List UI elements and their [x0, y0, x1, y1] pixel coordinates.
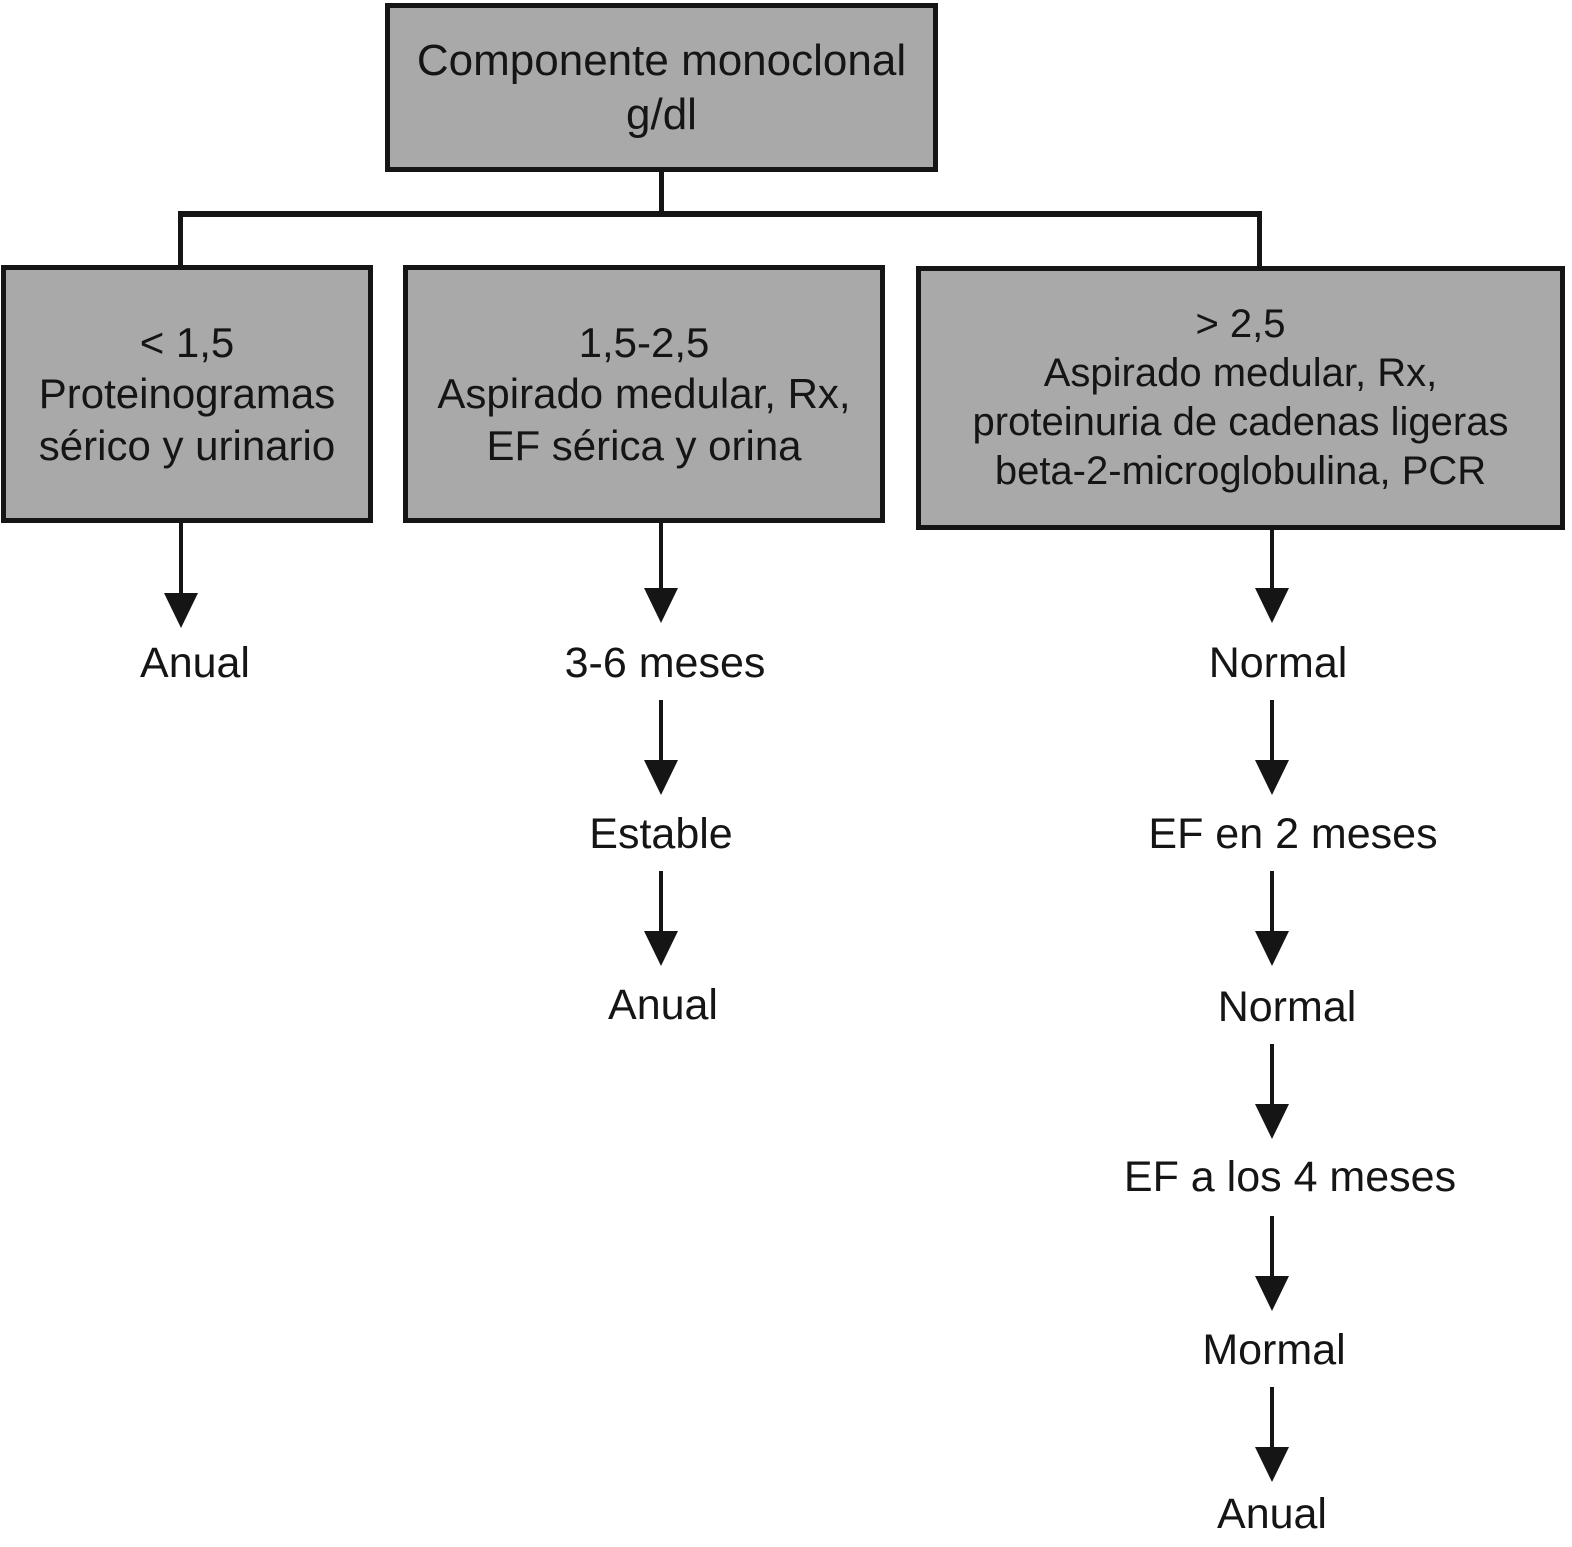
step-label-anual: Anual [1217, 1490, 1327, 1538]
branch-box-line: sérico y urinario [38, 421, 336, 469]
branch-box-line: 1,5-2,5 [578, 319, 710, 367]
arrow-head-icon [1255, 1447, 1289, 1482]
connector-drop-left [178, 214, 183, 267]
branch-box-1-5-to-2-5: 1,5-2,5 Aspirado medular, Rx, EF sérica … [403, 265, 885, 523]
connector-drop-right [1257, 214, 1262, 268]
arrow-stem [1270, 871, 1274, 932]
step-label-anual: Anual [608, 981, 718, 1029]
branch-box-line: beta-2-microglobulina, PCR [994, 448, 1487, 493]
down-arrow-icon [1255, 1387, 1289, 1482]
step-label-estable: Estable [589, 810, 733, 858]
root-box-line: Componente monoclonal [416, 35, 907, 85]
branch-box-line: Aspirado medular, Rx, [1043, 351, 1438, 396]
down-arrow-icon [1255, 871, 1289, 966]
arrow-stem [1270, 700, 1274, 761]
arrow-stem [659, 523, 663, 589]
arrow-head-icon [1255, 1276, 1289, 1311]
arrow-head-icon [1255, 1104, 1289, 1139]
down-arrow-icon [1255, 1216, 1289, 1311]
down-arrow-icon [1255, 700, 1289, 795]
arrow-stem [1270, 1387, 1274, 1448]
branch-box-gt-2-5: > 2,5 Aspirado medular, Rx, proteinuria … [916, 266, 1565, 530]
step-label-ef-a-los-4-meses: EF a los 4 meses [1123, 1153, 1457, 1201]
arrow-head-icon [644, 760, 678, 795]
branch-box-line: Aspirado medular, Rx, [437, 370, 851, 418]
root-box-line: g/dl [626, 89, 697, 139]
arrow-head-icon [1255, 931, 1289, 966]
connector-horizontal-bar [178, 211, 1262, 217]
branch-box-line: EF sérica y orina [486, 421, 802, 469]
arrow-stem [659, 700, 663, 761]
arrow-head-icon [164, 593, 198, 628]
step-label-3-6-meses: 3-6 meses [564, 639, 766, 687]
arrow-stem [1270, 1044, 1274, 1105]
down-arrow-icon [644, 523, 678, 623]
step-label-anual: Anual [140, 639, 250, 687]
arrow-stem [659, 871, 663, 932]
down-arrow-icon [644, 871, 678, 966]
arrow-stem [1270, 1216, 1274, 1277]
arrow-head-icon [644, 931, 678, 966]
arrow-head-icon [1255, 588, 1289, 623]
step-label-ef-en-2-meses: EF en 2 meses [1148, 810, 1438, 858]
root-box-componente-monoclonal: Componente monoclonal g/dl [385, 3, 938, 172]
branch-box-line: > 2,5 [1195, 302, 1286, 347]
down-arrow-icon [1255, 1044, 1289, 1139]
arrow-stem [179, 523, 183, 594]
branch-box-line: proteinuria de cadenas ligeras [972, 400, 1509, 444]
down-arrow-icon [164, 523, 198, 628]
branch-box-line: Proteinogramas [38, 370, 336, 418]
down-arrow-icon [644, 700, 678, 795]
arrow-stem [1270, 530, 1274, 589]
arrow-head-icon [1255, 760, 1289, 795]
step-label-mormal: Mormal [1202, 1326, 1346, 1374]
down-arrow-icon [1255, 530, 1289, 623]
step-label-normal: Normal [1217, 983, 1357, 1031]
arrow-head-icon [644, 588, 678, 623]
step-label-normal: Normal [1208, 639, 1348, 687]
connector-root-stem [659, 172, 664, 215]
branch-box-lt-1-5: < 1,5 Proteinogramas sérico y urinario [1, 265, 373, 523]
branch-box-line: < 1,5 [139, 319, 235, 367]
